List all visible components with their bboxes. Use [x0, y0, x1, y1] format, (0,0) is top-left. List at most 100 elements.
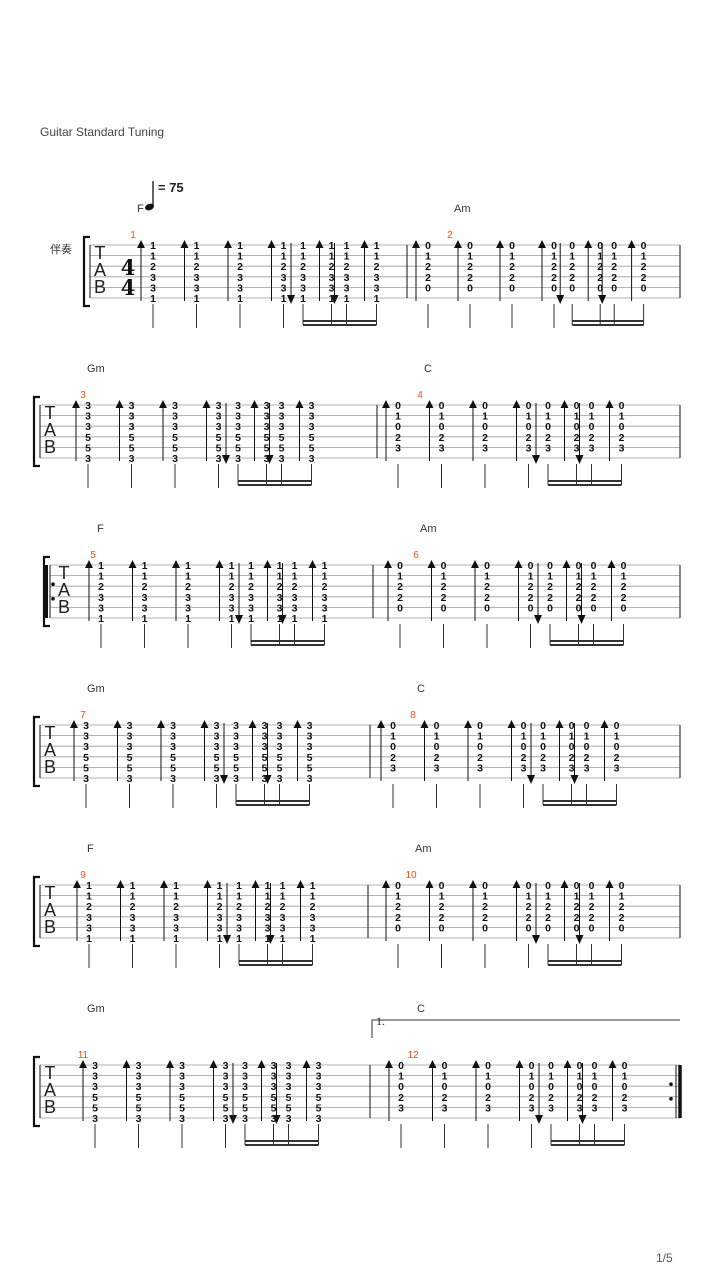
fret-number: 3 [242, 1060, 248, 1072]
fret-number: 1 [374, 293, 380, 305]
fret-number: 5 [85, 442, 91, 454]
fret-number: 3 [482, 442, 488, 454]
tab-system-6: TAB1.11Gm3335533335533335533335533335533… [32, 1003, 682, 1148]
fret-number: 1 [545, 411, 551, 423]
fret-number: 1 [265, 933, 271, 945]
fret-number: 1 [509, 251, 515, 263]
fret-number: 3 [233, 741, 239, 753]
fret-number: 3 [280, 912, 286, 924]
fret-number: 1 [236, 880, 242, 892]
fret-number: 2 [577, 1092, 583, 1104]
fret-number: 2 [185, 581, 191, 593]
fret-number: 3 [279, 421, 285, 433]
fret-number: 2 [441, 592, 447, 604]
fret-number: 1 [526, 891, 532, 903]
fret-number: 5 [179, 1102, 185, 1114]
measure-5: 5F11233111233111233111233111233111233111… [85, 523, 328, 648]
fret-number: 2 [439, 901, 445, 913]
fret-number: 0 [576, 560, 582, 572]
strum-up-arrow-icon [512, 400, 521, 408]
fret-number: 3 [214, 731, 220, 743]
fret-number: 0 [434, 741, 440, 753]
fret-number: 3 [129, 421, 135, 433]
tab-clef-letter-b: B [44, 1097, 56, 1117]
fret-number: 3 [442, 1102, 448, 1114]
fret-number: 2 [551, 272, 557, 284]
fret-number: 0 [485, 1081, 491, 1093]
fret-number: 0 [441, 602, 447, 614]
fret-number: 3 [236, 922, 242, 934]
measure-6: 6Am0122001220012200122001220012200122001… [384, 523, 627, 648]
fret-number: 3 [179, 1081, 185, 1093]
fret-number: 0 [397, 602, 403, 614]
fret-number: 2 [551, 261, 557, 273]
fret-number: 3 [170, 741, 176, 753]
fret-number: 1 [485, 1071, 491, 1083]
fret-number: 1 [292, 571, 298, 583]
fret-number: 1 [425, 251, 431, 263]
strum-down-arrow-icon [578, 1115, 587, 1124]
fret-number: 0 [485, 1060, 491, 1072]
fret-number: 0 [509, 240, 515, 252]
fret-number: 0 [619, 922, 625, 934]
fret-number: 1 [434, 731, 440, 743]
fret-number: 3 [309, 411, 315, 423]
fret-number: 1 [265, 880, 271, 892]
fret-number: 1 [592, 1071, 598, 1083]
fret-number: 2 [574, 912, 580, 924]
fret-number: 2 [310, 901, 316, 913]
fret-number: 1 [150, 240, 156, 252]
measure-number: 12 [407, 1050, 419, 1061]
strum-up-arrow-icon [203, 880, 212, 888]
fret-number: 3 [136, 1081, 142, 1093]
fret-number: 2 [619, 901, 625, 913]
fret-number: 0 [574, 400, 580, 412]
fret-number: 0 [577, 1060, 583, 1072]
fret-number: 5 [262, 752, 268, 764]
fret-number: 5 [262, 762, 268, 774]
fret-number: 3 [619, 442, 625, 454]
fret-number: 3 [329, 282, 335, 294]
fret-number: 3 [264, 453, 270, 465]
fret-number: 5 [83, 752, 89, 764]
fret-number: 5 [235, 432, 241, 444]
fret-number: 3 [434, 762, 440, 774]
fret-number: 3 [477, 762, 483, 774]
fret-number: 3 [129, 400, 135, 412]
fret-number: 0 [395, 922, 401, 934]
fret-number: 1 [300, 293, 306, 305]
fret-number: 1 [395, 891, 401, 903]
fret-number: 2 [322, 581, 328, 593]
fret-number: 2 [485, 1092, 491, 1104]
fret-number: 5 [223, 1102, 229, 1114]
strum-up-arrow-icon [157, 720, 165, 728]
fret-number: 3 [150, 282, 156, 294]
fret-number: 0 [434, 720, 440, 732]
fret-number: 1 [173, 891, 179, 903]
fret-number: 2 [173, 901, 179, 913]
fret-number: 3 [248, 602, 254, 614]
strum-up-arrow-icon [308, 560, 317, 568]
fret-number: 0 [589, 421, 595, 433]
fret-number: 3 [237, 282, 243, 294]
fret-number: 3 [242, 1113, 248, 1125]
fret-number: 1 [310, 880, 316, 892]
fret-number: 1 [441, 571, 447, 583]
fret-number: 3 [300, 282, 306, 294]
chord-name: Am [415, 843, 432, 855]
fret-number: 0 [529, 1081, 535, 1093]
strum-down-arrow-icon [272, 1115, 281, 1124]
fret-number: 3 [374, 282, 380, 294]
fret-number: 0 [574, 421, 580, 433]
fret-number: 3 [277, 773, 283, 785]
fret-number: 3 [322, 592, 328, 604]
fret-number: 3 [286, 1071, 292, 1083]
fret-number: 3 [217, 912, 223, 924]
fret-number: 1 [142, 571, 148, 583]
fret-number: 2 [484, 592, 490, 604]
fret-number: 1 [310, 891, 316, 903]
fret-number: 1 [98, 560, 104, 572]
fret-number: 1 [142, 560, 148, 572]
fret-number: 2 [482, 901, 488, 913]
fret-number: 2 [576, 592, 582, 604]
